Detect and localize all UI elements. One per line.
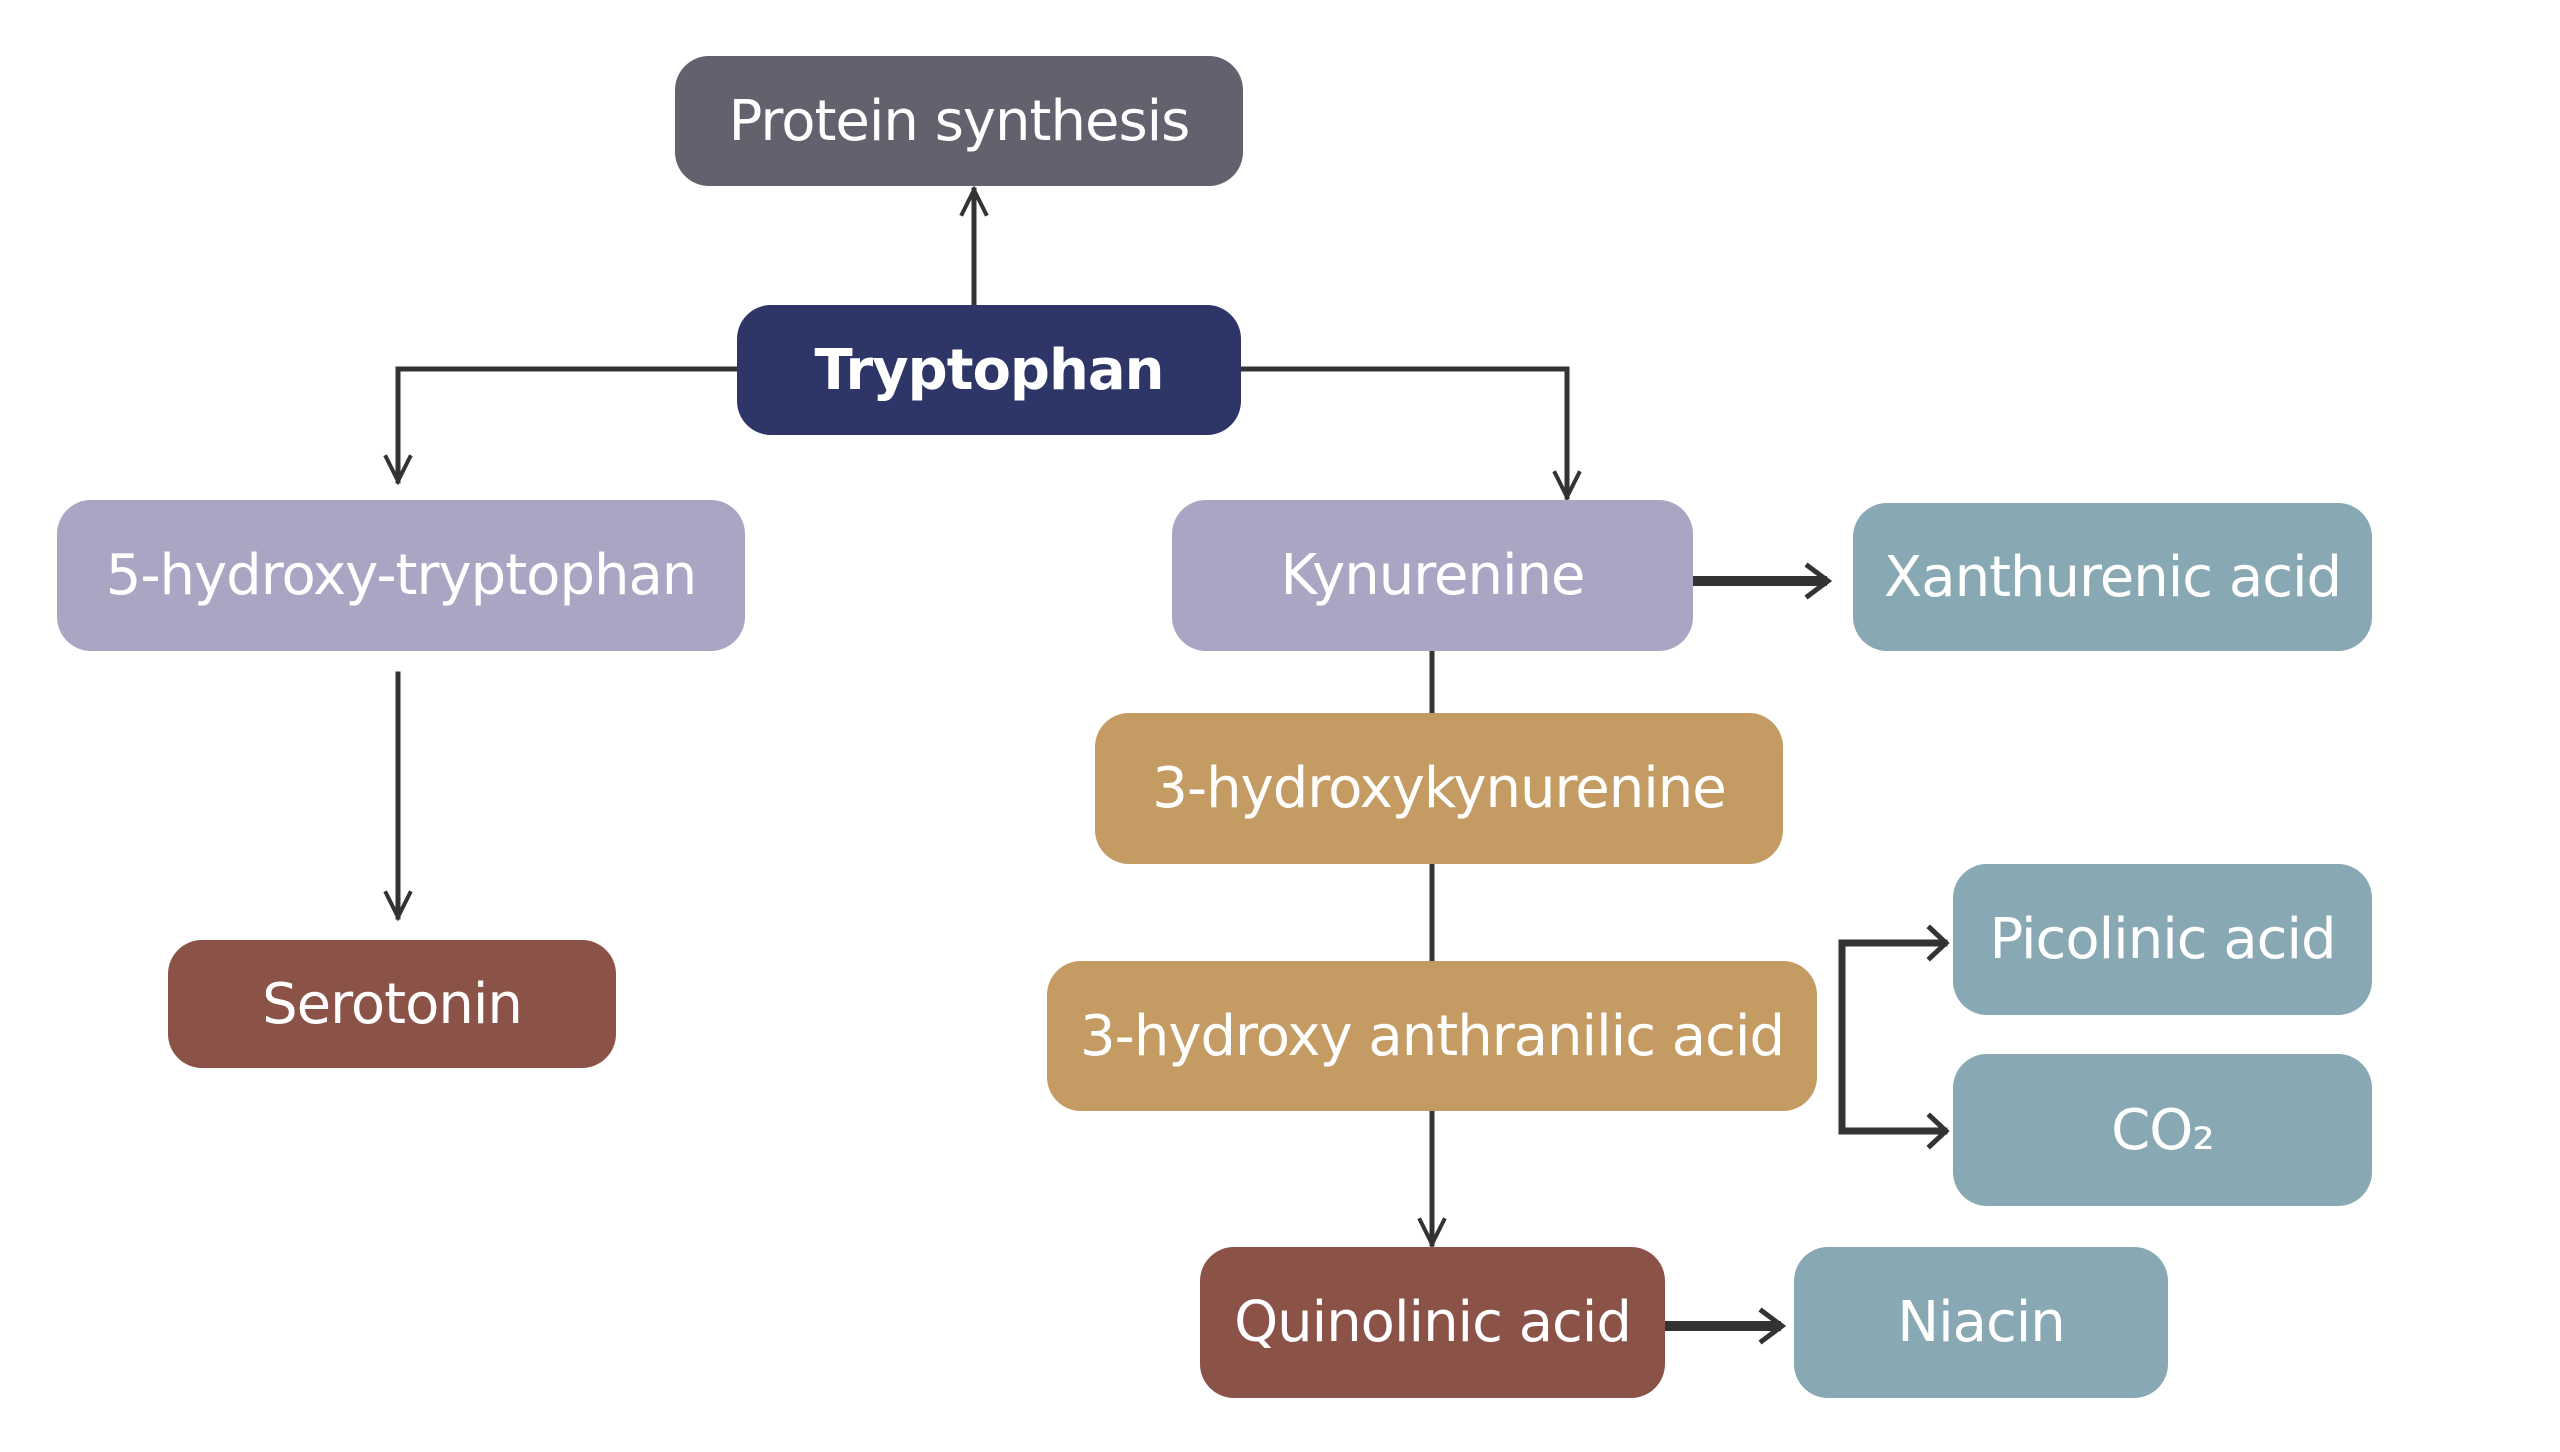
node-kynurenine: Kynurenine (1172, 500, 1693, 651)
node-label: CO₂ (2111, 1097, 2215, 1163)
node-label: 3-hydroxykynurenine (1152, 756, 1726, 821)
node-label: 3-hydroxy anthranilic acid (1080, 1003, 1785, 1069)
node-label: Quinolinic acid (1234, 1290, 1632, 1355)
edge-branch-picolinic-co2 (1838, 939, 1948, 1135)
node-label: Protein synthesis (728, 88, 1191, 154)
node-label: Xanthurenic acid (1883, 544, 2342, 610)
arrowhead-kynurenine (1552, 470, 1582, 502)
node-3-hydroxykynurenine: 3-hydroxykynurenine (1095, 713, 1783, 864)
edge-tryptophan-to-kynurenine (1238, 366, 1570, 500)
arrowhead-niacin (1758, 1307, 1787, 1345)
node-label: Kynurenine (1280, 543, 1585, 608)
node-label: 5-hydroxy-tryptophan (105, 543, 698, 608)
edge-tryptophan-to-hydroxytryptophan (395, 366, 741, 484)
node-label: Picolinic acid (1989, 907, 2336, 972)
node-quinolinic-acid: Quinolinic acid (1200, 1247, 1665, 1398)
node-label: Niacin (1897, 1290, 2066, 1355)
node-label: Tryptophan (814, 337, 1164, 403)
arrowhead-xanthurenic-acid (1804, 562, 1833, 600)
node-co2: CO₂ (1953, 1054, 2372, 1206)
arrowhead-co2 (1926, 1112, 1950, 1150)
arrowhead-protein-synthesis (959, 185, 989, 217)
node-protein-synthesis: Protein synthesis (675, 56, 1243, 186)
node-5-hydroxy-tryptophan: 5-hydroxy-tryptophan (57, 500, 745, 651)
node-xanthurenic-acid: Xanthurenic acid (1853, 503, 2372, 651)
arrowhead-serotonin (383, 890, 413, 922)
node-label: Serotonin (262, 971, 523, 1037)
node-niacin: Niacin (1794, 1247, 2168, 1398)
arrowhead-hydroxytryptophan (383, 454, 413, 486)
node-3-hydroxy-anthranilic-acid: 3-hydroxy anthranilic acid (1047, 961, 1817, 1111)
arrowhead-picolinic-acid (1926, 924, 1950, 962)
node-serotonin: Serotonin (168, 940, 616, 1068)
node-tryptophan: Tryptophan (737, 305, 1241, 435)
node-picolinic-acid: Picolinic acid (1953, 864, 2372, 1015)
arrowhead-quinolinic-acid (1417, 1217, 1447, 1249)
